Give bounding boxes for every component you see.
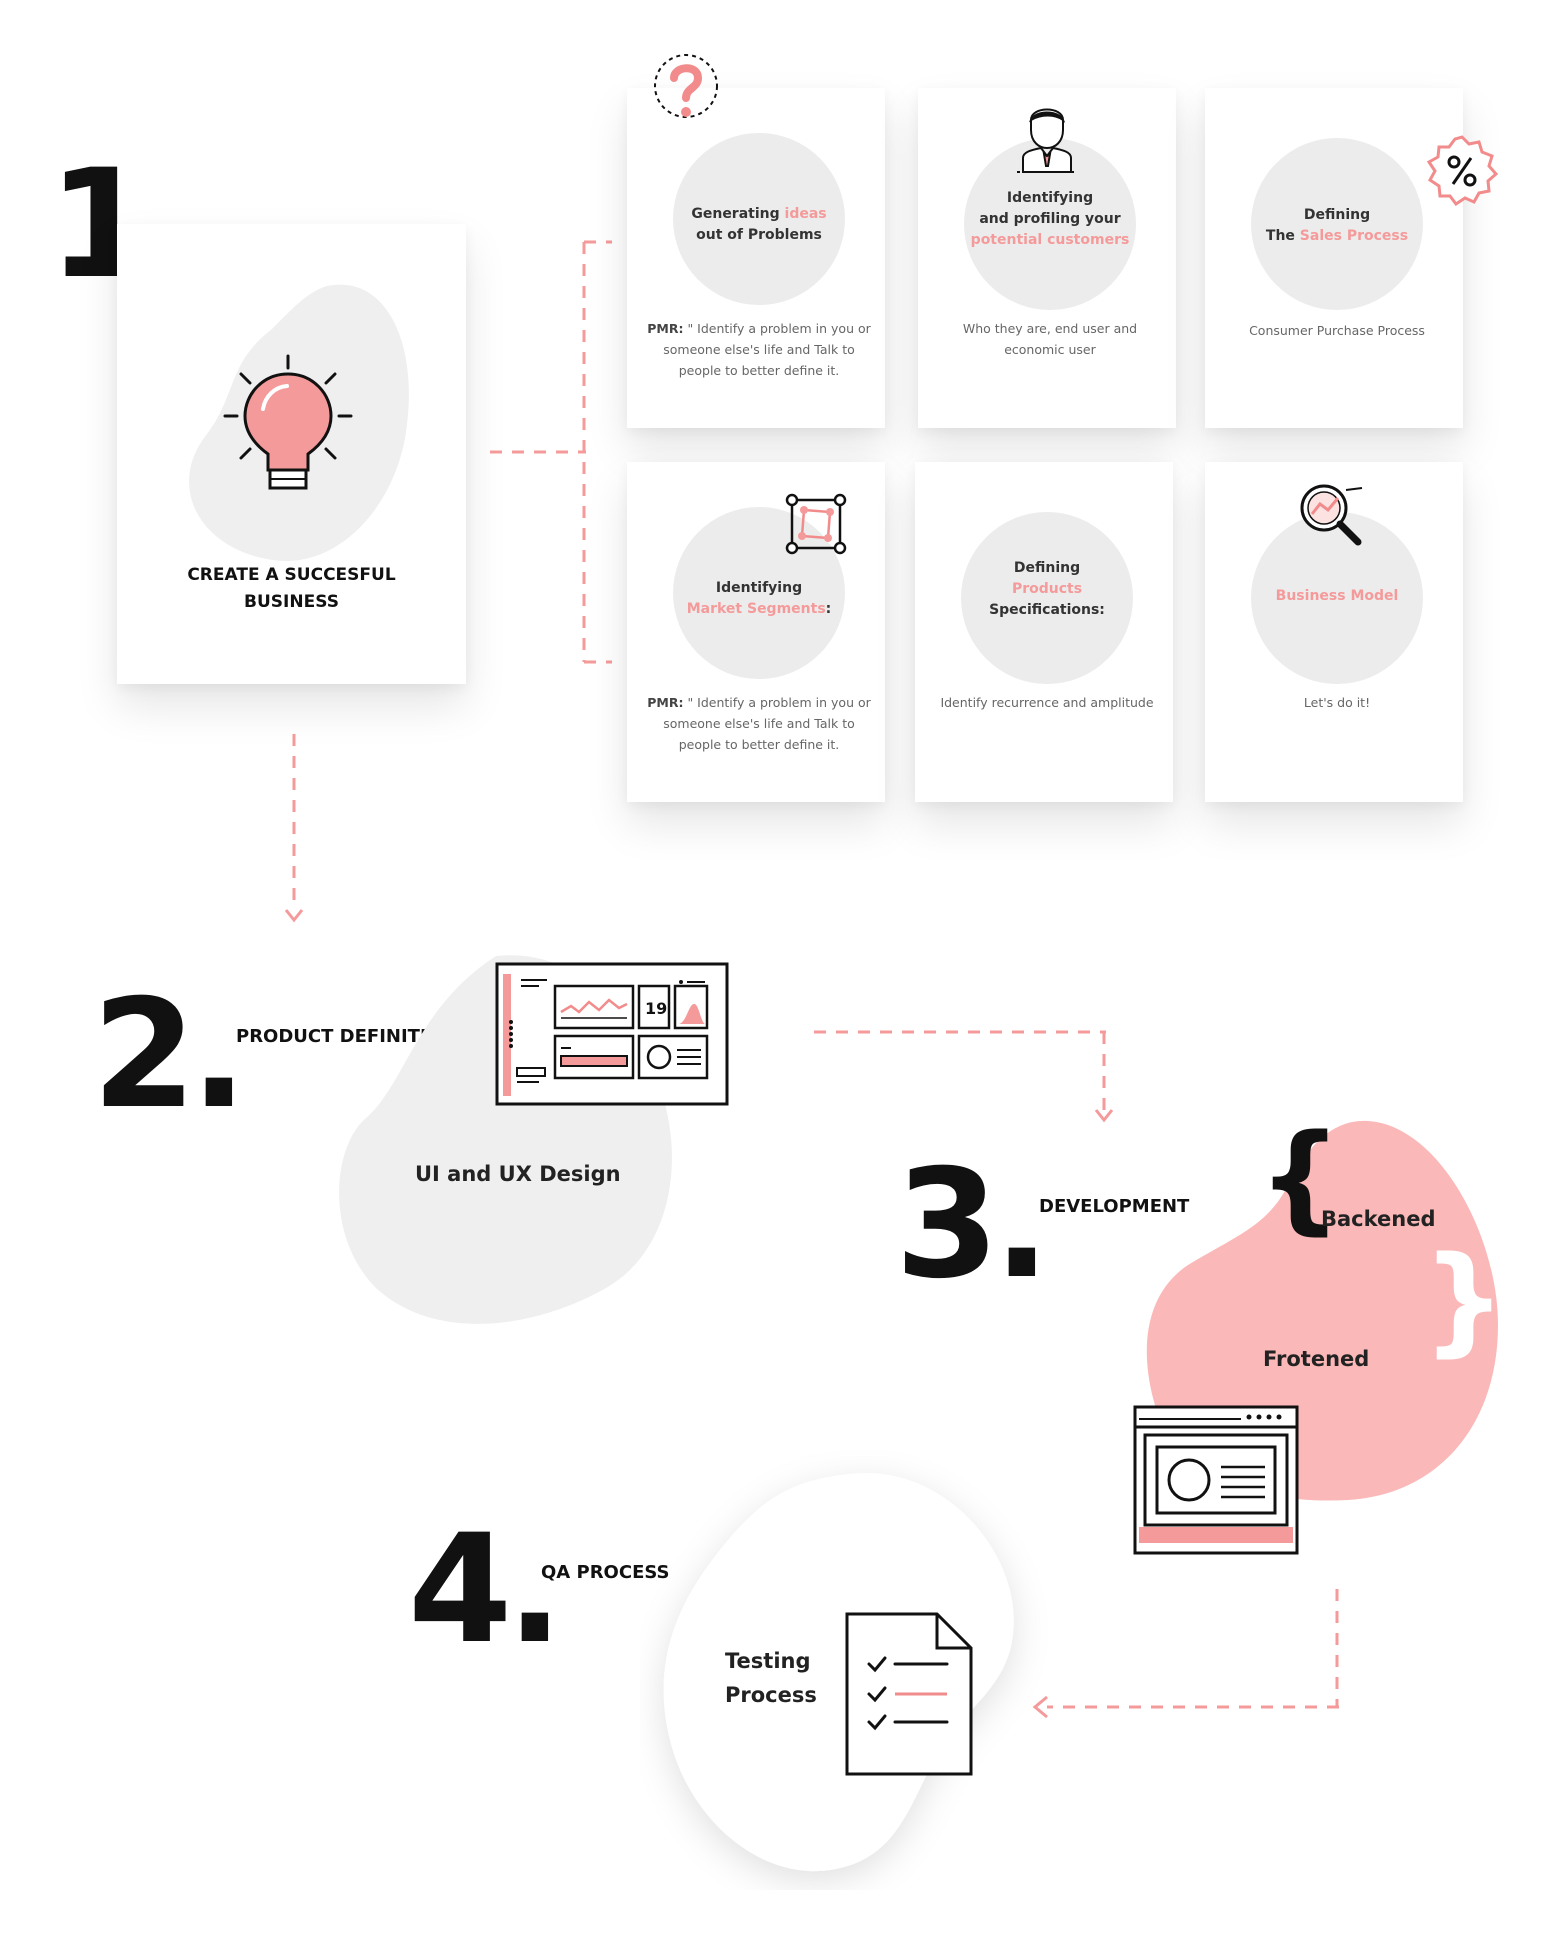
segments-icon <box>785 493 847 555</box>
card-circle <box>673 133 845 305</box>
card-title: Business Model <box>1275 588 1399 604</box>
card-title-line1: CREATE A SUCCESFUL <box>187 565 396 585</box>
step3-label: DEVELOPMENT <box>1039 1196 1190 1217</box>
card-description: PMR: " Identify a problem in you or some… <box>647 321 871 378</box>
connector-2-3 <box>814 1030 1114 1123</box>
percent-badge-icon <box>1426 135 1499 207</box>
card-description: Who they are, end user and economic user <box>962 321 1138 357</box>
connector-1-cards <box>490 240 612 664</box>
person-icon <box>1017 108 1077 173</box>
magnifier-chart-icon <box>1300 484 1363 546</box>
browser-window-icon <box>1133 1405 1299 1555</box>
dashboard-icon: 19 <box>495 962 729 1106</box>
testing-line1: Testing <box>725 1649 811 1673</box>
question-icon <box>654 54 718 118</box>
card-title: CREATE A SUCCESFUL BUSINESS <box>117 562 466 616</box>
ui-ux-blob-text: UI and UX Design <box>415 1162 621 1186</box>
testing-line2: Process <box>725 1683 817 1707</box>
step2-label: PRODUCT DEFINITION <box>236 1026 458 1047</box>
card-description: PMR: " Identify a problem in you or some… <box>647 695 871 752</box>
close-brace: } <box>1422 1230 1507 1368</box>
open-brace: { <box>1258 1108 1343 1246</box>
testing-process-text: Testing Process <box>725 1644 817 1712</box>
card-circle <box>1251 512 1423 684</box>
step-number-3: 3. <box>895 1138 1050 1312</box>
step4-label: QA PROCESS <box>541 1562 670 1583</box>
checklist-icon <box>845 1612 973 1776</box>
card-description: Consumer Purchase Process <box>1249 323 1425 338</box>
step-number-4: 4. <box>408 1503 563 1677</box>
card-circle <box>673 507 845 679</box>
card-circle <box>961 512 1133 684</box>
card-circle <box>1251 138 1423 310</box>
connector-1-2 <box>284 734 304 923</box>
card-title-line2: BUSINESS <box>244 592 339 612</box>
card-description: Identify recurrence and amplitude <box>940 695 1154 710</box>
connector-3-4 <box>1032 1589 1339 1719</box>
step-number-2: 2. <box>92 968 247 1142</box>
create-business-card: CREATE A SUCCESFUL BUSINESS <box>117 224 466 684</box>
dashboard-number: 19 <box>645 999 667 1018</box>
frontend-text: Frotened <box>1263 1347 1370 1371</box>
lightbulb-icon <box>223 354 353 490</box>
backend-text: Backened <box>1321 1207 1436 1231</box>
card-description: Let's do it! <box>1303 695 1371 710</box>
